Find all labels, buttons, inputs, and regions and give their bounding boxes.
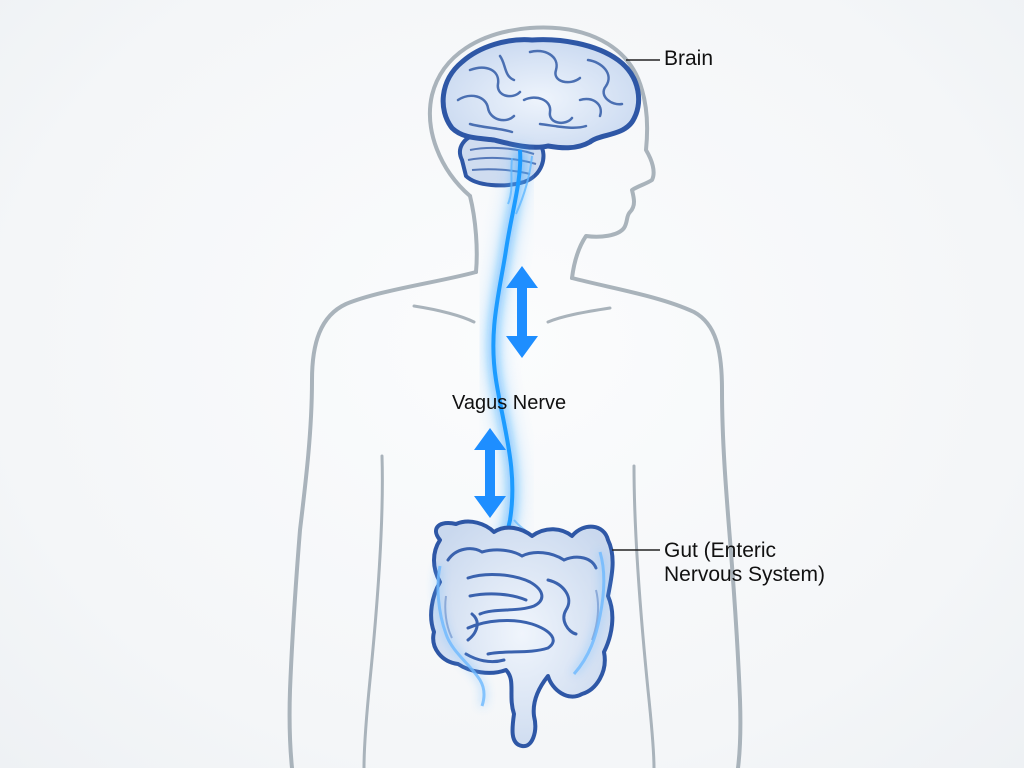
large-intestine (429, 519, 615, 749)
collarbone-right (546, 306, 612, 324)
brain-label: Brain (664, 47, 714, 70)
arrow-lower (474, 428, 506, 518)
collarbone-left (412, 304, 476, 324)
gut-label-line2: Nervous System) (664, 562, 826, 586)
head-outline (427, 25, 656, 280)
arrow-upper (506, 266, 538, 358)
intestines-icon (429, 519, 615, 749)
body-silhouette (287, 25, 743, 768)
vagus-nerve-label: Vagus Nerve (452, 392, 567, 414)
torso-right-outline (570, 276, 743, 768)
gut-label: Gut (Enteric Nervous System) (664, 539, 825, 586)
inner-arm-left (362, 454, 384, 768)
neck-left-outline (468, 194, 479, 274)
bidirectional-arrow-icon (474, 266, 538, 518)
vagus-nerve (485, 149, 557, 562)
gut-label-line1: Gut (Enteric (664, 539, 777, 562)
brain-icon (440, 37, 642, 188)
cerebrum (440, 37, 642, 151)
leader-lines (612, 59, 660, 551)
torso-left-outline (287, 270, 478, 768)
inner-arm-right (632, 464, 656, 768)
